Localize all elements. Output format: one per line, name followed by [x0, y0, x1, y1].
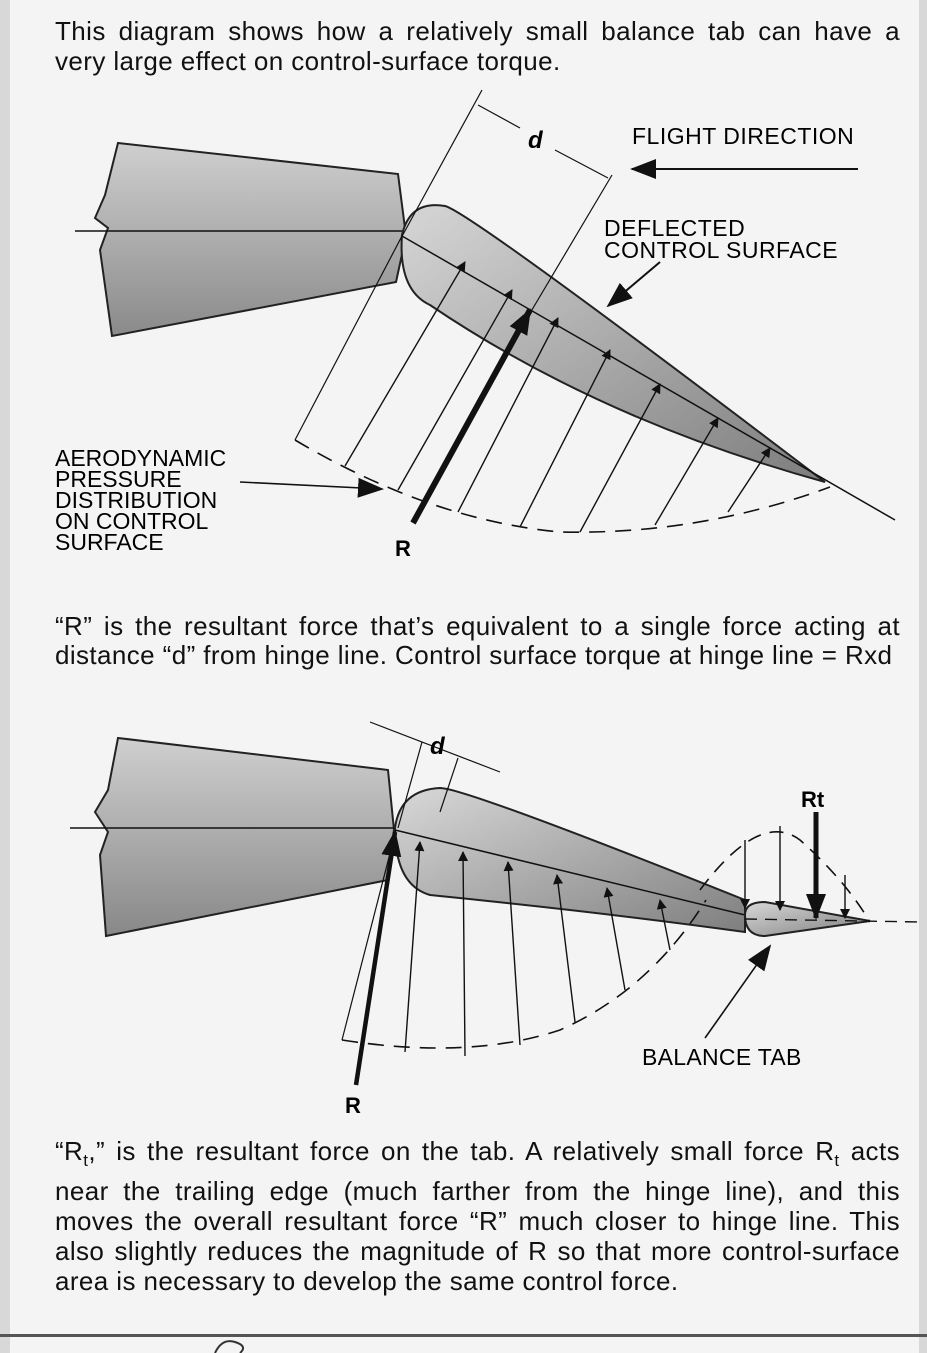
aero-label: AERODYNAMIC PRESSURE DISTRIBUTION ON CON… — [55, 445, 226, 555]
d-label-2: d — [430, 733, 446, 760]
control-surface-2 — [393, 786, 746, 934]
balance-tab — [743, 900, 871, 938]
resultant-r-arrow-2 — [353, 830, 402, 1086]
deflected-label-1: DEFLECTED — [604, 215, 745, 241]
r-label-2: R — [345, 1093, 361, 1118]
rt-quote-open: “R — [55, 1136, 84, 1166]
rt-text-part-a: ,” is the resultant force on the tab. A … — [88, 1136, 835, 1166]
tab-pressure-arrows — [740, 826, 850, 919]
tab-pressure-envelope — [699, 831, 871, 923]
explain-rt-text: “Rt,” is the resultant force on the tab.… — [55, 1136, 900, 1296]
pressure-arrows — [344, 261, 771, 533]
rt-text-part-b: acts near the trailing edge (much farthe… — [55, 1136, 900, 1296]
diagram-deflected-surface: d FLIGHT DIRECTION DEFLECTED CONTROL SUR… — [55, 89, 896, 561]
svg-text:SURFACE: SURFACE — [55, 529, 164, 555]
pressure-envelope-2 — [341, 899, 707, 1049]
diagram-balance-tab: d Rt R BALANCE TAB — [70, 721, 921, 1118]
fixed-surface — [93, 141, 408, 338]
rt-subscript-2: t — [834, 1151, 840, 1170]
svg-text:DISTRIBUTION: DISTRIBUTION — [55, 487, 217, 513]
rt-subscript-1: t — [83, 1151, 89, 1170]
resultant-r-arrow — [410, 308, 533, 525]
control-surface — [400, 204, 826, 483]
bottom-rule — [0, 1334, 927, 1337]
svg-text:ON CONTROL: ON CONTROL — [55, 508, 209, 534]
r-label-1: R — [395, 536, 411, 561]
pressure-envelope — [294, 439, 831, 533]
explain-r-text: “R” is the resultant force that’s equiva… — [55, 611, 900, 670]
pressure-arrows-2 — [404, 841, 671, 1057]
fixed-surface-2 — [93, 736, 396, 938]
intro-text: This diagram shows how a relatively smal… — [55, 16, 900, 76]
flight-direction-label: FLIGHT DIRECTION — [632, 123, 854, 149]
rt-label: Rt — [801, 787, 825, 812]
deflected-label-2: CONTROL SURFACE — [604, 237, 838, 263]
d-label-1: d — [528, 127, 544, 154]
svg-text:AERODYNAMIC: AERODYNAMIC — [55, 445, 226, 471]
svg-text:PRESSURE: PRESSURE — [55, 466, 182, 492]
balance-tab-label: BALANCE TAB — [642, 1044, 802, 1070]
page-edge-mark — [214, 1340, 245, 1353]
